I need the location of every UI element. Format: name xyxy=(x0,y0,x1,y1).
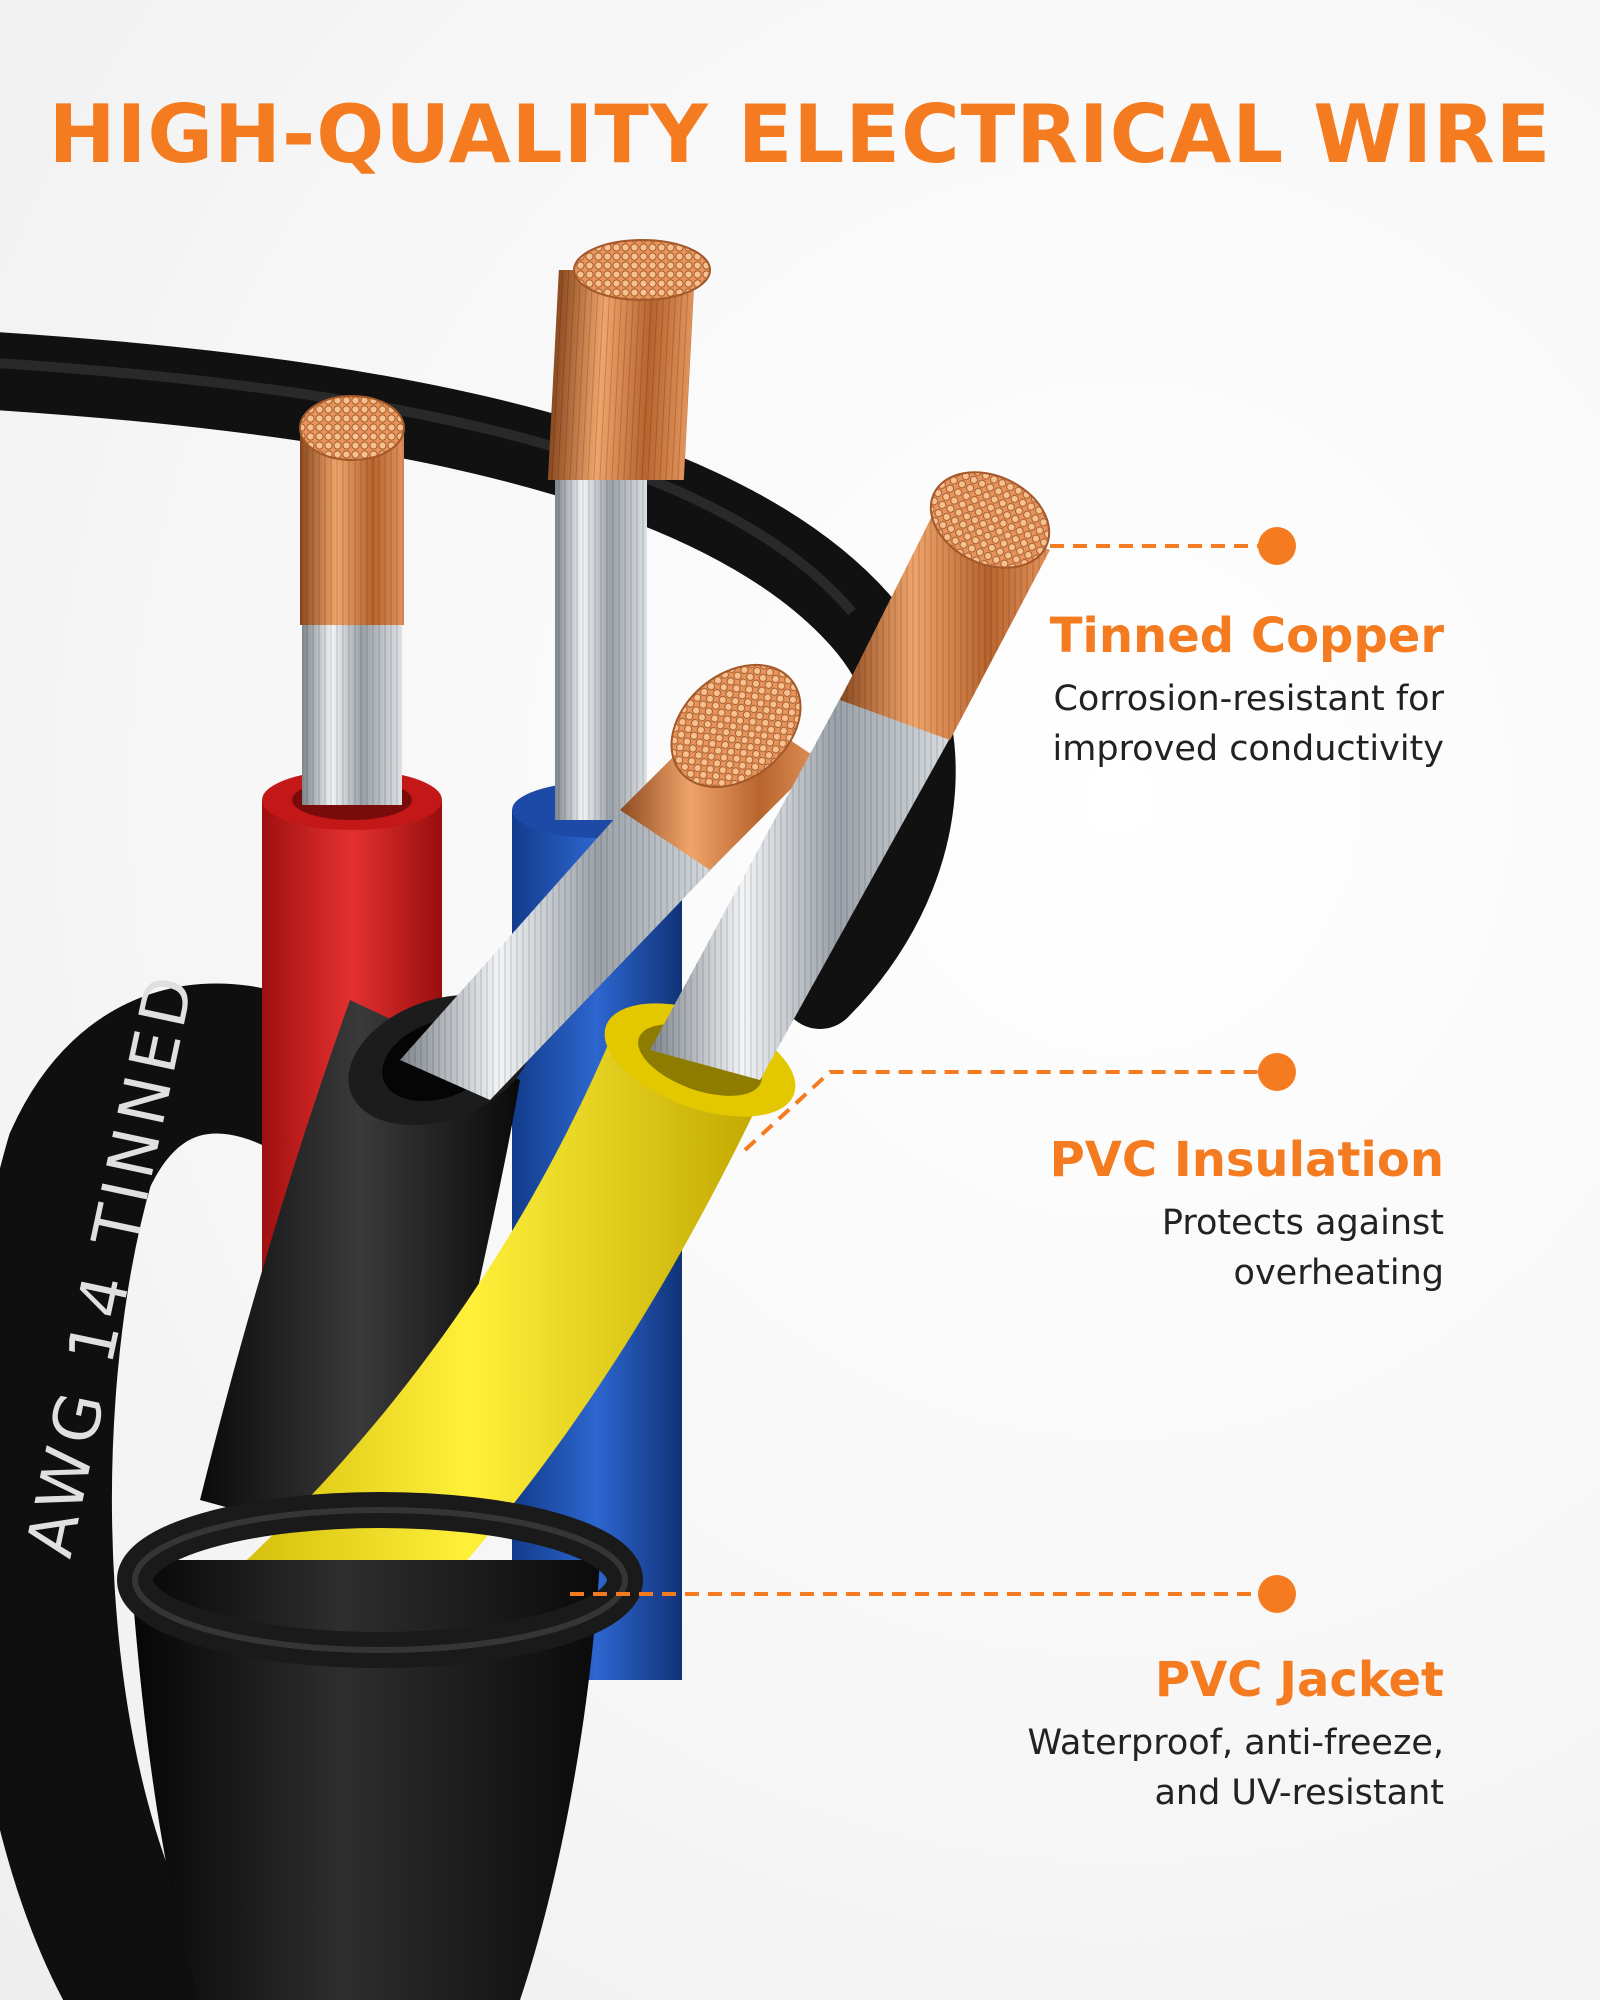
callout-tinned-copper: Tinned Copper Corrosion-resistant for im… xyxy=(1050,608,1444,774)
black-core xyxy=(200,663,820,1560)
background-cable-loop xyxy=(0,332,956,2000)
callout-line: Protects against xyxy=(1161,1203,1444,1243)
callout-description: Waterproof, anti-freeze, and UV-resistan… xyxy=(1028,1718,1444,1818)
leader-line-tinned-copper xyxy=(1050,527,1296,565)
callout-pvc-insulation: PVC Insulation Protects against overheat… xyxy=(1050,1132,1444,1298)
callout-line: Waterproof, anti-freeze, xyxy=(1027,1723,1444,1763)
callout-title: Tinned Copper xyxy=(1049,608,1444,664)
callout-line: Corrosion-resistant for xyxy=(1053,679,1444,719)
outer-jacket-sleeve xyxy=(117,1492,643,2000)
callout-description: Protects against overheating xyxy=(1050,1198,1444,1298)
callout-line: overheating xyxy=(1233,1253,1444,1293)
callout-line: improved conductivity xyxy=(1052,729,1444,769)
leader-line-pvc-insulation xyxy=(743,1053,1296,1152)
leader-line-pvc-jacket xyxy=(570,1575,1296,1613)
yellow-core xyxy=(180,471,1051,1700)
callout-title: PVC Jacket xyxy=(1154,1652,1444,1708)
callout-title: PVC Insulation xyxy=(1049,1132,1444,1188)
callout-pvc-jacket: PVC Jacket Waterproof, anti-freeze, and … xyxy=(1028,1652,1444,1818)
callout-description: Corrosion-resistant for improved conduct… xyxy=(1050,674,1444,774)
callout-line: and UV-resistant xyxy=(1154,1773,1444,1813)
headline: HIGH-QUALITY ELECTRICAL WIRE xyxy=(48,88,1552,181)
